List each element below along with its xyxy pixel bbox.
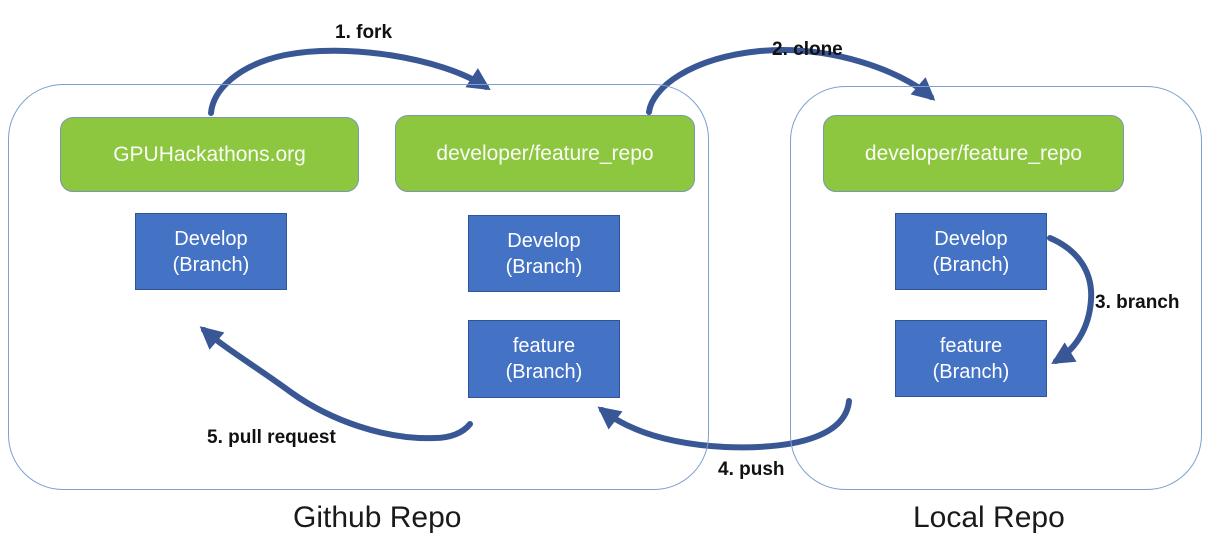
branch-box-local-develop: Develop (Branch) [895, 213, 1047, 290]
branch-name: Develop [934, 227, 1008, 250]
branch-name: feature [939, 334, 1003, 357]
step-label-fork: 1. fork [335, 22, 393, 43]
step-label-push: 4. push [718, 459, 785, 480]
branch-name: feature [512, 335, 576, 357]
github-repo-container [8, 84, 709, 490]
repo-box-upstream: GPUHackathons.org [60, 117, 359, 192]
repo-box-fork: developer/feature_repo [395, 115, 695, 192]
repo-box-local-clone: developer/feature_repo [823, 115, 1124, 192]
branch-box-upstream-develop: Develop (Branch) [135, 213, 287, 290]
repo-box-upstream-label: GPUHackathons.org [113, 142, 306, 166]
branch-name: Develop [507, 229, 581, 252]
branch-name: Develop [174, 227, 248, 250]
repo-box-local-clone-label: developer/feature_repo [864, 141, 1083, 165]
branch-type: (Branch) [172, 253, 250, 276]
github-repo-caption: Github Repo [293, 501, 462, 534]
branch-type: (Branch) [505, 361, 583, 383]
step-label-clone: 2. clone [772, 39, 843, 60]
local-repo-caption: Local Repo [913, 501, 1065, 534]
branch-type: (Branch) [932, 253, 1010, 276]
branch-box-fork-develop: Develop (Branch) [468, 215, 620, 292]
repo-box-fork-label: developer/feature_repo [436, 141, 654, 165]
local-repo-container [790, 86, 1202, 490]
branch-type: (Branch) [932, 360, 1010, 383]
branch-type: (Branch) [505, 255, 583, 278]
branch-box-fork-feature: feature (Branch) [468, 320, 620, 398]
step-label-branch: 3. branch [1095, 292, 1180, 313]
branch-box-local-feature: feature (Branch) [895, 320, 1047, 397]
step-label-pull-request: 5. pull request [207, 427, 336, 448]
